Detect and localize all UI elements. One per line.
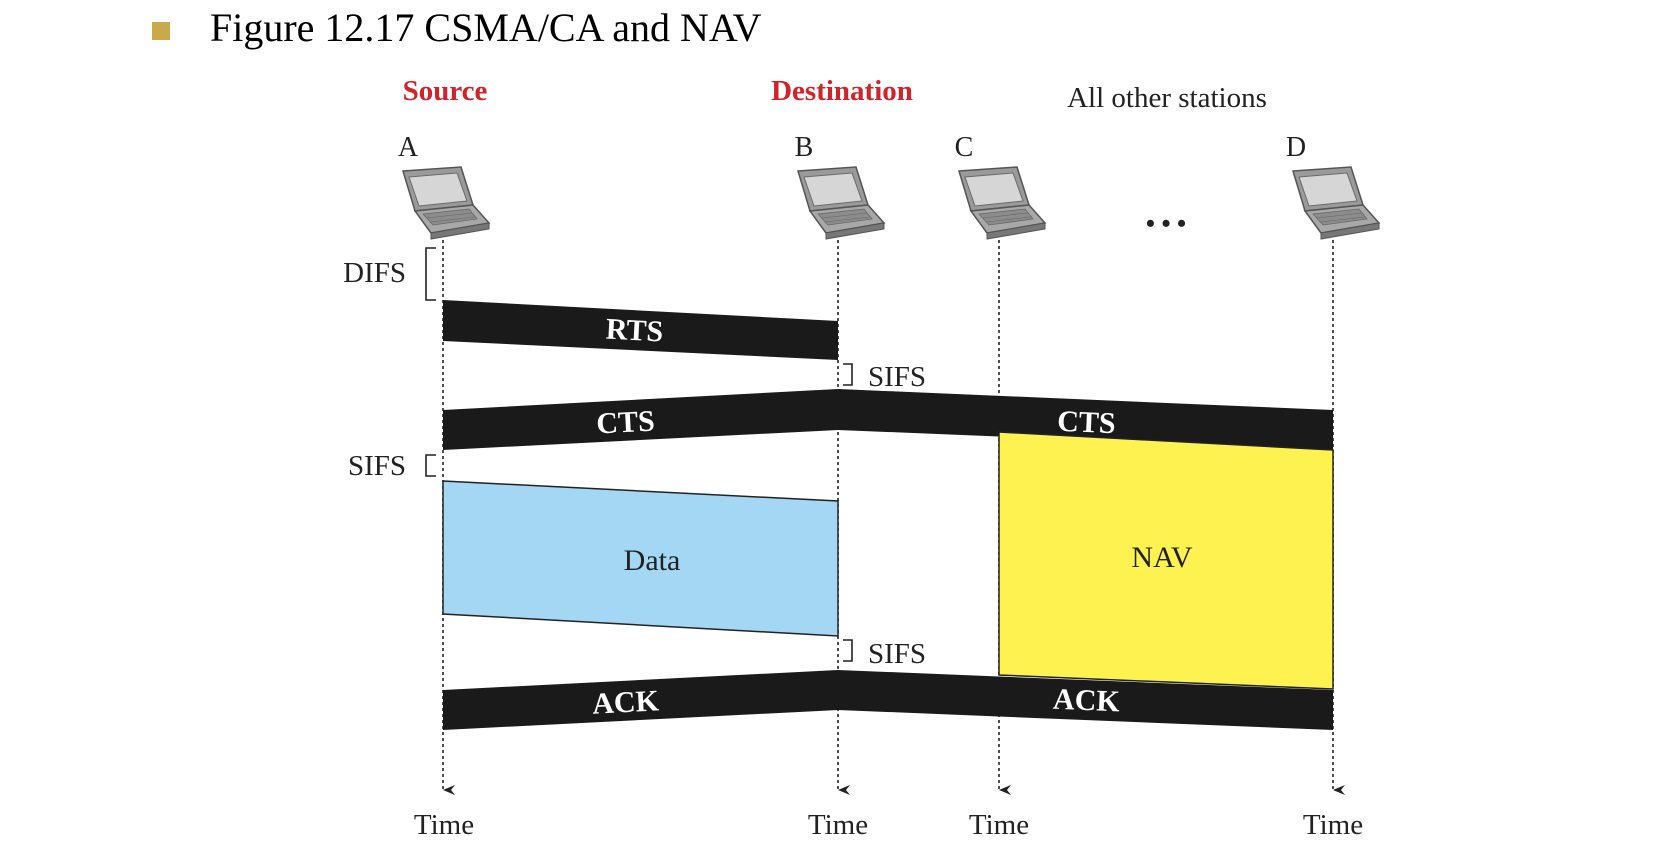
time-label-c: Time: [969, 809, 1029, 841]
more-stations-ellipsis: • • •: [1146, 209, 1186, 238]
cts-frame-left: [443, 389, 838, 450]
data-label: Data: [624, 544, 681, 577]
sifs-bracket-1: [843, 363, 853, 386]
sifs-bracket-3: [843, 639, 853, 662]
station-c-label: C: [955, 132, 974, 163]
station-a-laptop-icon: [402, 166, 490, 240]
time-label-a: Time: [414, 809, 474, 841]
sifs-label-2: SIFS: [348, 450, 406, 482]
data-frame: [442, 480, 839, 637]
time-label-b: Time: [808, 809, 868, 841]
station-b-label: B: [795, 132, 814, 163]
difs-bracket: [425, 247, 436, 301]
sifs-label-3: SIFS: [868, 638, 926, 670]
bullet-square-icon: [152, 22, 170, 40]
slide-title: Figure 12.17 CSMA/CA and NAV: [210, 5, 762, 50]
cts-frame-right: [838, 389, 1333, 450]
ack-frame-right: [838, 670, 1333, 730]
station-d-label: D: [1286, 132, 1306, 163]
nav-label: NAV: [1131, 541, 1192, 574]
station-d-laptop-icon: [1292, 166, 1380, 240]
ack-label-right: ACK: [1052, 683, 1121, 719]
destination-heading: Destination: [771, 75, 913, 107]
rts-frame: [443, 300, 838, 360]
ack-frame-left: [443, 670, 838, 730]
sifs-bracket-2: [425, 454, 436, 477]
ack-label-left: ACK: [591, 684, 660, 720]
source-heading: Source: [403, 75, 488, 107]
rts-label: RTS: [605, 313, 664, 349]
cts-label-right: CTS: [1057, 405, 1117, 440]
cts-label-left: CTS: [595, 405, 655, 441]
time-label-d: Time: [1303, 809, 1363, 841]
station-b-laptop-icon: [797, 166, 885, 240]
station-c-laptop-icon: [958, 166, 1046, 240]
sifs-label-1: SIFS: [868, 361, 926, 393]
station-a-label: A: [398, 132, 419, 163]
other-stations-heading: All other stations: [1067, 82, 1267, 114]
difs-label: DIFS: [343, 257, 406, 289]
nav-region: [998, 431, 1334, 690]
